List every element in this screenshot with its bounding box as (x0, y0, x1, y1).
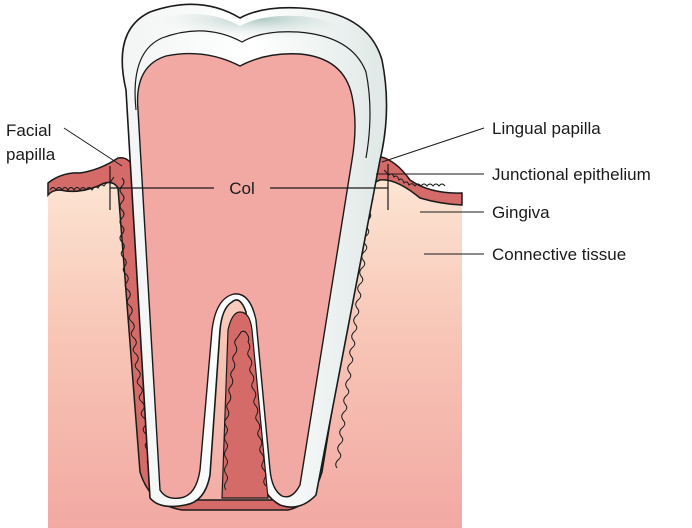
leader-lingual-papilla (382, 128, 484, 162)
label-facial-papilla-line1: Facial (6, 121, 51, 140)
label-facial-papilla-line2: papilla (6, 145, 56, 164)
label-connective-tissue: Connective tissue (492, 245, 626, 264)
label-gingiva: Gingiva (492, 203, 550, 222)
label-col: Col (229, 179, 255, 198)
label-lingual-papilla: Lingual papilla (492, 119, 601, 138)
leader-facial-papilla (64, 128, 122, 166)
label-junctional-epithelium: Junctional epithelium (492, 165, 651, 184)
